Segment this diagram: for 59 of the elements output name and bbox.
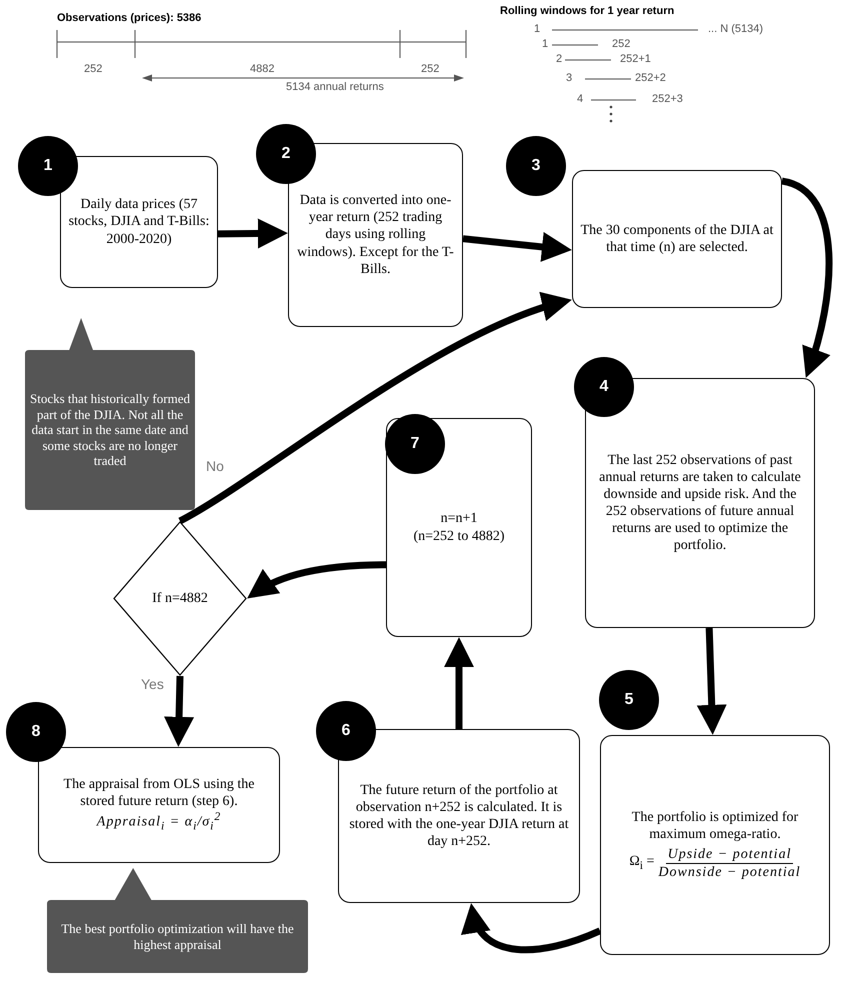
box-text: The last 252 observations of past annual returns are taken to calculate downside and upside risk. And the 252 observations of future annual returns are used to optimize the portfolio.	[598, 452, 802, 554]
process-box	[38, 747, 280, 863]
process-box	[600, 735, 830, 955]
dimension-label: 2	[556, 53, 562, 65]
process-box	[386, 418, 532, 637]
box-text: (n=252 to 4882)	[413, 528, 505, 545]
process-box	[572, 170, 782, 308]
edge-label: Yes	[140, 676, 165, 692]
decision-text: If n=4882	[152, 590, 208, 606]
dimension-label: 3	[566, 72, 572, 84]
dimension-label: 252+2	[635, 72, 666, 84]
dimension-label: 1	[542, 38, 548, 50]
callout-note	[25, 318, 195, 510]
arrow	[462, 232, 572, 262]
dimension-label: 1	[534, 23, 540, 35]
box-text: The portfolio is optimized for maximum omega-ratio.	[630, 809, 800, 844]
step-number: 6	[342, 722, 350, 740]
note-text: The best portfolio optimization will have the highest appraisal	[60, 920, 295, 952]
arrow	[696, 628, 727, 735]
step-number: 4	[600, 378, 608, 396]
arrow	[781, 178, 832, 378]
callout-note	[47, 868, 308, 973]
box-text: The appraisal from OLS using the stored future return (step 6).	[62, 776, 256, 810]
dimension-label: 4	[577, 93, 584, 105]
step-number: 8	[32, 723, 40, 741]
dimension-label: 4882	[250, 63, 274, 75]
step-number: 3	[532, 157, 540, 175]
process-box	[288, 143, 463, 327]
heading-text: Rolling windows for 1 year return	[500, 5, 674, 17]
process-box	[60, 156, 218, 288]
box-text: The 30 components of the DJIA at that time (n) are selected.	[580, 222, 774, 256]
dimension-label: ... N (5134)	[708, 23, 764, 35]
dimension-label: 252	[421, 63, 440, 75]
note-text: Stocks that historically formed part of the DJIA. Not all the data start in the same date and some stocks are no longer traded	[29, 391, 191, 469]
arrow	[218, 218, 288, 248]
step-number: 1	[44, 157, 52, 175]
edge-label: No	[205, 458, 225, 474]
dimension-label: 252	[84, 63, 102, 75]
fraction-numerator: Upside − potential	[666, 846, 794, 864]
fraction-denominator: Downside − potential	[658, 864, 801, 881]
arrow	[246, 561, 386, 598]
dimension-label: 252	[612, 38, 630, 50]
decision-diamond	[113, 521, 247, 676]
arrow	[464, 903, 602, 954]
step-number: 5	[624, 691, 634, 709]
box-text: n=n+1	[440, 510, 478, 528]
process-box	[585, 378, 815, 628]
box-text: Data is converted into one-year return (252 trading days using rolling windows). Except for the T-Bills.	[296, 192, 455, 278]
dimension-label: 252+3	[652, 93, 683, 105]
formula-text: Ω$_{i}$ =	[629, 853, 654, 874]
arrow	[444, 637, 474, 729]
dimension-label: 5134 annual returns	[286, 81, 384, 93]
step-number: 7	[410, 435, 420, 453]
box-text: Daily data prices (57 stocks, DJIA and T-Bills: 2000-2020)	[68, 196, 210, 248]
heading-text: Observations (prices): 5386	[57, 12, 202, 24]
arrow	[164, 676, 194, 747]
step-number: 2	[282, 145, 290, 163]
box-text: The future return of the portfolio at observation n+252 is calculated. It is stored with the one-year DJIA return at day n+252.	[348, 782, 570, 850]
dimension-label: 252+1	[620, 53, 651, 65]
